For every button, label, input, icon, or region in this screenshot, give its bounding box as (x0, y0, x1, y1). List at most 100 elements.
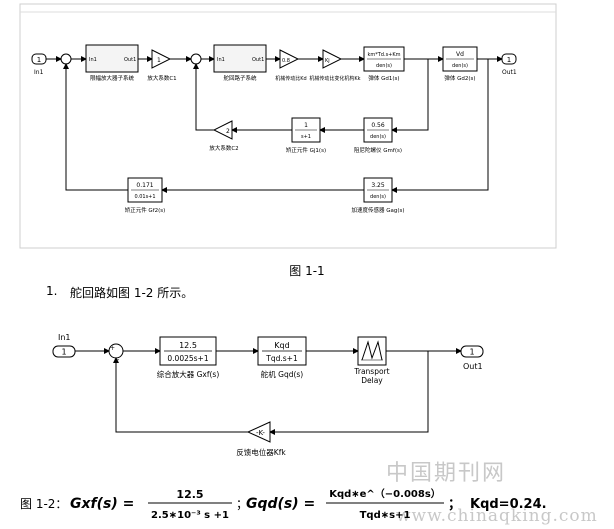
formula-line: 图 1-2： Gxf(s) = 12.5 2.5∗10⁻³ s +1 ； Gqd… (20, 487, 547, 521)
svg-text:1: 1 (469, 348, 474, 357)
svg-text:Out1: Out1 (124, 57, 136, 63)
svg-text:km*Td.s+Km: km*Td.s+Km (367, 52, 400, 58)
watermark-cn: 中国期刊网 (386, 461, 507, 486)
list-number: 1. (46, 284, 58, 298)
sum-minus: − (114, 356, 120, 364)
wire-fb-to-sum2 (193, 63, 214, 131)
out-label-2: Out1 (463, 362, 483, 371)
in-port-1[interactable]: 1 (31, 53, 47, 65)
wire-fb (269, 351, 429, 435)
svg-text:den(s): den(s) (452, 63, 468, 69)
svg-text:s+1: s+1 (301, 134, 311, 140)
kqd-value: Kqd=0.24. (470, 497, 547, 512)
gd1-label: 弹体 Gd1(s) (368, 74, 399, 82)
gain-c2-label: 放大系数C2 (209, 144, 238, 152)
svg-text:den(s): den(s) (370, 134, 386, 140)
sum-plus: + (110, 345, 115, 352)
delay-label-2: Delay (361, 376, 383, 385)
svg-text:Vd: Vd (456, 51, 464, 58)
feedback-gain-value: -K- (256, 429, 265, 437)
diagram-fig2: In1 1 + − 12.5 0.0025s+1 综合放大器 Gxf(s) Kq… (52, 333, 484, 457)
svg-text:0.171: 0.171 (136, 182, 153, 189)
canvas-frame (19, 3, 557, 249)
out-port-2[interactable]: 1 (460, 345, 484, 358)
wire-fb-to-sum1 (63, 63, 128, 191)
rudder-loop-subsystem[interactable]: In1 Out1 (213, 44, 267, 73)
gain-c2-value: 2 (226, 128, 230, 135)
svg-text:den(s): den(s) (370, 194, 386, 200)
in-label-2: In1 (58, 333, 71, 342)
sum-2[interactable] (190, 53, 202, 65)
gqd-lhs: Gqd(s) = (246, 496, 315, 512)
svg-text:In1: In1 (217, 57, 225, 63)
svg-text:den(s): den(s) (376, 63, 392, 69)
gqd-den: Tqd∗s+1 (360, 510, 411, 521)
in-port-label: In1 (34, 69, 44, 76)
gxf-label: 综合放大器 Gxf(s) (157, 369, 220, 379)
svg-text:1: 1 (304, 122, 308, 129)
gain-kd[interactable] (279, 49, 300, 69)
svg-text:1: 1 (37, 56, 41, 64)
gqd-num: Kqd∗e^（−0.008s） (329, 487, 441, 500)
gmf-label: 阻尼陀螺仪 Gmf(s) (354, 146, 402, 154)
transfer-fn-gqd[interactable]: Kqd Tqd.s+1 (257, 336, 307, 366)
transfer-fn-gj1[interactable]: 1 s+1 (291, 117, 321, 143)
svg-text:1: 1 (61, 348, 66, 357)
in-port-2[interactable]: 1 (52, 345, 76, 358)
gain-c2[interactable] (212, 120, 233, 140)
out-port-1[interactable]: 1 (501, 53, 517, 65)
gqd-label: 舵机 Gqd(s) (261, 369, 304, 379)
subsystem1-label: 限幅放大器子系统 (90, 74, 135, 82)
svg-text:3.25: 3.25 (371, 182, 385, 189)
gain-c1-label: 放大系数C1 (147, 74, 176, 82)
watermark-url: www.chinaqking.com (396, 506, 598, 526)
wire-fb-to-sum (113, 357, 248, 433)
gain-kj[interactable] (322, 49, 343, 69)
out-port-label: Out1 (502, 69, 517, 76)
sep: ； (236, 497, 248, 511)
gain-c1[interactable] (151, 49, 172, 69)
transport-delay[interactable] (357, 336, 387, 366)
delay-label-1: Transport (353, 367, 389, 376)
feedback-gain[interactable] (246, 421, 271, 443)
list-text: 舵回路如图 1-2 所示。 (70, 286, 194, 300)
svg-text:Out1: Out1 (252, 57, 264, 63)
gain-c1-value: 1 (157, 57, 161, 64)
gd2-label: 弹体 Gd2(s) (444, 74, 475, 82)
wire-fb-inner (391, 59, 429, 133)
limiter-amplifier-subsystem[interactable]: In1 Out1 (85, 44, 139, 73)
svg-text:In1: In1 (89, 57, 97, 63)
svg-text:0.01s+1: 0.01s+1 (134, 194, 155, 200)
gain-kj-value: Kj (325, 58, 330, 64)
sum-1[interactable] (60, 53, 72, 65)
svg-text:Kqd: Kqd (274, 341, 289, 350)
svg-text:12.5: 12.5 (179, 341, 197, 350)
transfer-fn-gf2[interactable]: 0.171 0.01s+1 (127, 177, 163, 203)
diagram-fig1: 1 In1 In1 Out1 限幅放大器子系统 1 放大系数C1 In1 Out… (19, 3, 557, 249)
svg-text:0.0025s+1: 0.0025s+1 (167, 354, 208, 363)
semi: ； (448, 497, 461, 512)
gj1-label: 矫正元件 Gj1(s) (286, 146, 326, 154)
gxf-num: 12.5 (176, 488, 203, 501)
gain-kd-value: 0.8 (282, 58, 290, 64)
svg-text:1: 1 (507, 56, 511, 64)
gag-label: 加速度传感器 Gag(s) (351, 206, 404, 214)
wire-fb-outer (391, 59, 489, 193)
svg-text:0.56: 0.56 (371, 122, 385, 129)
transfer-fn-gag[interactable]: 3.25 den(s) (363, 177, 393, 203)
gxf-lhs: Gxf(s) = (70, 496, 134, 512)
feedback-gain-label: 反馈电位器Kfk (236, 447, 286, 457)
transfer-fn-gxf[interactable]: 12.5 0.0025s+1 (159, 336, 217, 366)
gain-kj-label: 机械传动比变化机构Kk (309, 75, 360, 82)
svg-text:Tqd.s+1: Tqd.s+1 (265, 354, 298, 363)
figure-caption-1: 图 1-1 (289, 264, 325, 278)
delay-icon (361, 340, 383, 361)
subsystem2-label: 舵回路子系统 (223, 74, 257, 82)
gxf-den: 2.5∗10⁻³ s +1 (151, 510, 229, 521)
transfer-fn-gmf[interactable]: 0.56 den(s) (363, 117, 393, 143)
transfer-fn-gd2[interactable]: Vd den(s) (442, 46, 478, 72)
gf2-label: 矫正元件 Gf2(s) (125, 206, 166, 214)
gain-kd-label: 机械传动比Kd (275, 75, 306, 82)
transfer-fn-gd1[interactable]: km*Td.s+Km den(s) (363, 46, 405, 72)
formula-prefix: 图 1-2： (20, 497, 67, 511)
